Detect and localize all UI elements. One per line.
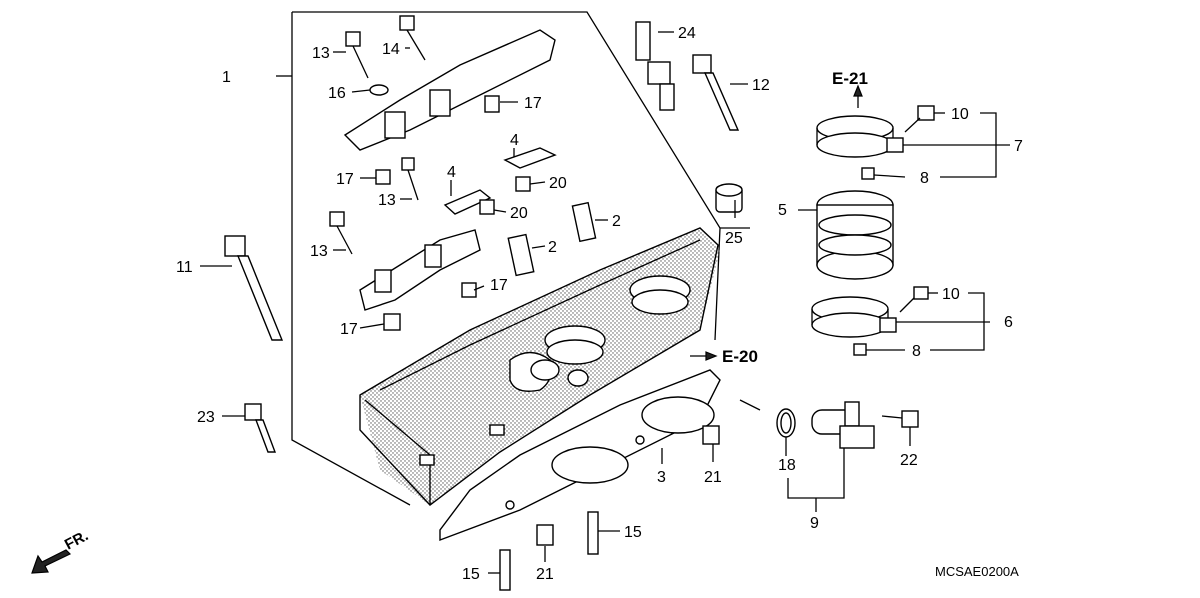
callout-6: 6 [1004,314,1013,331]
callout-15: 15 [462,566,480,583]
callout-13: 13 [312,45,330,62]
o-ring-18 [776,408,796,438]
washer-16 [369,84,389,96]
reference-e21: E-21 [832,69,868,88]
callout-20: 20 [549,175,567,192]
cylinder-head-body [359,227,720,506]
callout-25: 25 [725,230,743,247]
callout-17: 17 [340,321,358,338]
insulator-5 [816,190,894,280]
head-cover-lower [359,229,481,311]
callout-12: 12 [752,77,770,94]
callout-labels: 1 2 2 3 4 4 5 6 7 8 8 9 10 10 11 12 13 1… [62,25,1023,583]
bolt-13-middle [401,157,419,201]
callout-3: 3 [657,469,666,486]
dowel-pin-17-c [461,282,477,298]
head-cover-top [343,29,556,151]
callout-17: 17 [336,171,354,188]
callout-17: 17 [490,277,508,294]
dowel-pin-20-a [515,176,531,192]
callout-10: 10 [942,286,960,303]
bolt-12 [692,54,740,131]
callout-23: 23 [197,409,215,426]
callout-21: 21 [704,469,722,486]
callout-13: 13 [378,192,396,209]
bolt-22 [881,410,919,428]
bolt-13-upper [345,31,369,79]
callout-18: 18 [778,457,796,474]
callout-8: 8 [912,343,921,360]
valve-guide-2-lower [507,233,535,277]
callout-13: 13 [310,243,328,260]
callout-5: 5 [778,202,787,219]
leader-lines [200,31,1010,574]
bolt-10-upper [904,105,935,133]
callout-8: 8 [920,170,929,187]
callout-14: 14 [382,41,400,58]
callout-4: 4 [447,164,456,181]
nut-8-lower [853,343,867,356]
assembly-1-bracket [276,11,750,506]
callout-16: 16 [328,85,346,102]
stud-bolt-15-right [587,511,599,555]
dowel-pin-21-a [702,425,720,445]
drawing-code: MCSAE0200A [935,564,1019,579]
callout-20: 20 [510,205,528,222]
callout-22: 22 [900,452,918,469]
callout-24: 24 [678,25,696,42]
front-direction-arrow [31,549,72,574]
nut-8-upper [861,167,875,180]
gasket-4-left [443,189,492,215]
dowel-pin-20-b [479,199,495,215]
callout-15: 15 [624,524,642,541]
dowel-pin-21-b [536,524,554,546]
callout-21: 21 [536,566,554,583]
sensor-9 [811,401,875,449]
callout-10: 10 [951,106,969,123]
callout-1: 1 [222,69,231,86]
band-7 [816,115,904,158]
bolt-10-lower [899,286,929,313]
dowel-pin-17-a [484,95,500,113]
callout-2: 2 [612,213,621,230]
band-6 [811,296,897,338]
bolt-14 [399,15,426,61]
bolt-23 [244,403,277,453]
valve-guide-2-upper [571,201,597,243]
bolt-13-lower [329,211,353,255]
dowel-pin-17-b [375,169,391,185]
bolt-11 [224,235,284,341]
callout-4: 4 [510,132,519,149]
part-25 [715,183,743,213]
spark-plug-24 [635,21,675,111]
gasket-4-right [503,147,557,169]
stud-bolt-15-left [499,549,511,591]
callout-2: 2 [548,239,557,256]
callout-7: 7 [1014,138,1023,155]
callout-9: 9 [810,515,819,532]
reference-e20: E-20 [722,347,758,366]
head-gasket-3 [439,369,721,542]
callout-17: 17 [524,95,542,112]
callout-11: 11 [176,259,193,276]
dowel-pin-17-d [383,313,401,331]
